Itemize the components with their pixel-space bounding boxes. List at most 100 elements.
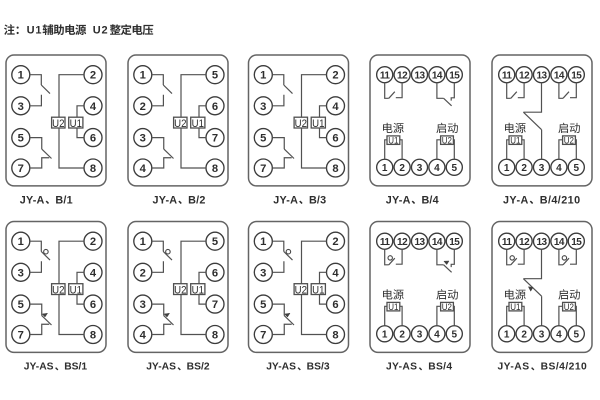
svg-text:JY-A: JY-A bbox=[386, 194, 411, 206]
svg-text:U2: U2 bbox=[93, 24, 109, 36]
svg-text:2: 2 bbox=[399, 330, 405, 341]
svg-text:BS/1: BS/1 bbox=[64, 362, 87, 373]
svg-text:U1: U1 bbox=[27, 24, 43, 36]
svg-text:14: 14 bbox=[554, 237, 565, 248]
svg-text:BS/4: BS/4 bbox=[428, 362, 452, 373]
svg-text:7: 7 bbox=[18, 330, 24, 342]
svg-text:U1: U1 bbox=[388, 302, 398, 312]
svg-text:6: 6 bbox=[332, 133, 338, 145]
svg-text:13: 13 bbox=[414, 70, 425, 81]
svg-text:4: 4 bbox=[434, 330, 440, 341]
svg-text:5: 5 bbox=[452, 163, 458, 174]
svg-text:14: 14 bbox=[432, 237, 443, 248]
svg-text:12: 12 bbox=[519, 70, 530, 81]
svg-text:4: 4 bbox=[332, 267, 339, 279]
svg-text:7: 7 bbox=[212, 299, 218, 311]
svg-text:8: 8 bbox=[332, 163, 338, 175]
svg-text:JY-AS: JY-AS bbox=[24, 362, 54, 373]
svg-text:U1: U1 bbox=[192, 285, 204, 297]
svg-text:6: 6 bbox=[332, 299, 338, 311]
svg-text:1: 1 bbox=[260, 70, 266, 82]
svg-text:14: 14 bbox=[554, 70, 565, 81]
svg-text:7: 7 bbox=[212, 133, 218, 145]
svg-text:7: 7 bbox=[18, 163, 24, 175]
svg-text:BS/3: BS/3 bbox=[307, 362, 330, 373]
svg-text:U1: U1 bbox=[388, 135, 398, 145]
svg-text:U2: U2 bbox=[442, 135, 452, 145]
svg-text:JY-A: JY-A bbox=[20, 194, 45, 206]
svg-text:JY-A: JY-A bbox=[273, 194, 298, 206]
svg-text:3: 3 bbox=[260, 267, 266, 279]
svg-text:U1: U1 bbox=[70, 285, 82, 297]
svg-text:2: 2 bbox=[332, 70, 338, 82]
svg-text:11: 11 bbox=[502, 70, 513, 81]
svg-text:2: 2 bbox=[140, 101, 146, 113]
svg-text:5: 5 bbox=[212, 236, 218, 248]
svg-text:3: 3 bbox=[417, 163, 423, 174]
svg-text:U2: U2 bbox=[295, 285, 307, 297]
svg-text:5: 5 bbox=[452, 330, 458, 341]
svg-text:BS/2: BS/2 bbox=[187, 362, 210, 373]
svg-text:7: 7 bbox=[260, 163, 266, 175]
svg-text:U2: U2 bbox=[52, 118, 64, 130]
svg-text:B/4/210: B/4/210 bbox=[540, 194, 581, 206]
svg-text:JY-A: JY-A bbox=[153, 194, 178, 206]
svg-text:1: 1 bbox=[18, 236, 24, 248]
svg-text:15: 15 bbox=[449, 237, 460, 248]
svg-text:JY-AS: JY-AS bbox=[266, 362, 296, 373]
svg-text:14: 14 bbox=[432, 70, 443, 81]
svg-text:3: 3 bbox=[260, 101, 266, 113]
svg-text:2: 2 bbox=[90, 70, 96, 82]
svg-text:U2: U2 bbox=[442, 302, 452, 312]
svg-text:1: 1 bbox=[504, 163, 510, 174]
svg-text:3: 3 bbox=[140, 299, 146, 311]
svg-text:U2: U2 bbox=[174, 285, 186, 297]
svg-text:1: 1 bbox=[260, 236, 266, 248]
svg-text:6: 6 bbox=[90, 133, 96, 145]
svg-text:5: 5 bbox=[18, 299, 24, 311]
svg-text:U1: U1 bbox=[510, 135, 520, 145]
svg-text:1: 1 bbox=[18, 70, 24, 82]
svg-text:1: 1 bbox=[382, 163, 388, 174]
svg-text:B/3: B/3 bbox=[309, 194, 326, 206]
svg-text:B/2: B/2 bbox=[188, 194, 205, 206]
svg-text:JY-AS: JY-AS bbox=[386, 362, 417, 373]
svg-text:8: 8 bbox=[212, 330, 218, 342]
svg-text:7: 7 bbox=[260, 330, 266, 342]
svg-text:4: 4 bbox=[140, 330, 147, 342]
svg-text:1: 1 bbox=[382, 330, 388, 341]
svg-text:U1: U1 bbox=[192, 118, 204, 130]
svg-text:5: 5 bbox=[18, 133, 24, 145]
svg-text:6: 6 bbox=[212, 101, 218, 113]
svg-text:2: 2 bbox=[521, 330, 527, 341]
svg-text:11: 11 bbox=[380, 237, 391, 248]
svg-text:4: 4 bbox=[140, 163, 147, 175]
svg-text:U2: U2 bbox=[564, 135, 574, 145]
svg-text:2: 2 bbox=[332, 236, 338, 248]
svg-text:2: 2 bbox=[140, 267, 146, 279]
svg-text:11: 11 bbox=[380, 70, 391, 81]
svg-text:BS/4/210: BS/4/210 bbox=[541, 362, 588, 373]
svg-text:4: 4 bbox=[90, 101, 97, 113]
svg-text:13: 13 bbox=[414, 237, 425, 248]
svg-text:8: 8 bbox=[332, 330, 338, 342]
svg-text:3: 3 bbox=[417, 330, 423, 341]
svg-text:U1: U1 bbox=[510, 302, 520, 312]
svg-text:JY-AS: JY-AS bbox=[498, 362, 530, 373]
svg-text:13: 13 bbox=[536, 237, 547, 248]
svg-text:13: 13 bbox=[536, 70, 547, 81]
svg-text:U2: U2 bbox=[52, 285, 64, 297]
svg-text:4: 4 bbox=[90, 267, 97, 279]
svg-text:3: 3 bbox=[140, 133, 146, 145]
svg-text:15: 15 bbox=[571, 237, 582, 248]
svg-text:5: 5 bbox=[212, 70, 218, 82]
svg-text:U1: U1 bbox=[312, 118, 324, 130]
svg-text:8: 8 bbox=[90, 163, 96, 175]
svg-text:8: 8 bbox=[212, 163, 218, 175]
svg-text:JY-A: JY-A bbox=[503, 194, 529, 206]
svg-text:6: 6 bbox=[212, 267, 218, 279]
svg-text:3: 3 bbox=[18, 101, 24, 113]
svg-text:4: 4 bbox=[332, 101, 339, 113]
svg-text:2: 2 bbox=[90, 236, 96, 248]
svg-text:U1: U1 bbox=[70, 118, 82, 130]
